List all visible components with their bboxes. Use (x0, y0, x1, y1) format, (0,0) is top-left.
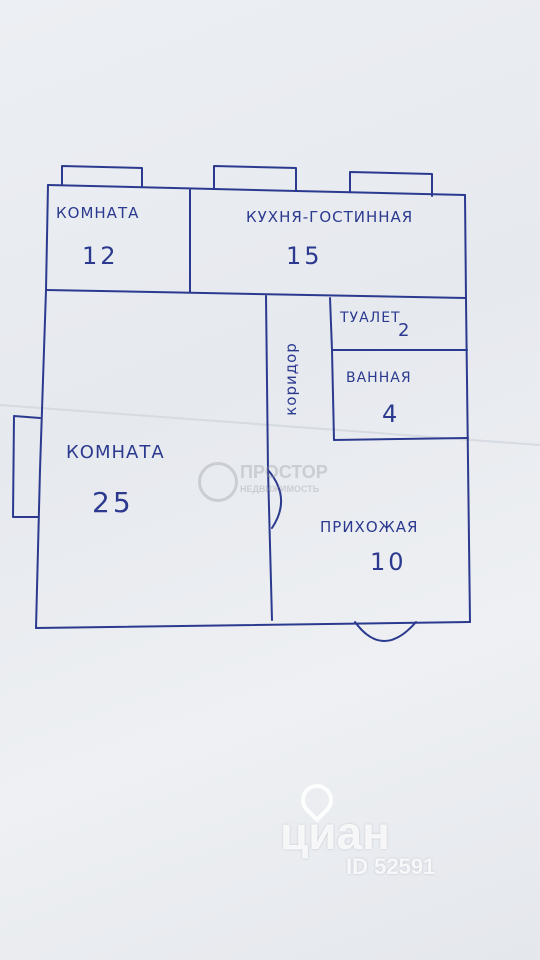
cian-watermark-id: ID 52591 (346, 854, 436, 879)
prostor-watermark-title: ПРОСТОР (240, 462, 328, 482)
corridor-label: коридор (281, 342, 300, 416)
kitchen-label: КУХНЯ-ГОСТИННАЯ (246, 208, 414, 226)
room-small-area: 12 (82, 242, 119, 270)
bathroom-label: ВАННАЯ (346, 370, 412, 386)
kitchen-area: 15 (286, 242, 323, 270)
room-large-area: 25 (92, 486, 134, 519)
prostor-watermark-subtitle: НЕДВИЖИМОСТЬ (240, 484, 320, 494)
cian-watermark-logo: циан (280, 807, 390, 859)
toilet-label: ТУАЛЕТ (340, 310, 401, 326)
bathroom-area: 4 (382, 400, 401, 428)
hallway-label: ПРИХОЖАЯ (320, 518, 419, 536)
room-large-label: КОМНАТА (66, 442, 165, 463)
prostor-logo-icon (198, 462, 238, 502)
room-small-label: КОМНАТА (56, 204, 140, 222)
plan-walls (12, 165, 471, 642)
toilet-area: 2 (398, 320, 413, 341)
hallway-area: 10 (370, 548, 407, 576)
